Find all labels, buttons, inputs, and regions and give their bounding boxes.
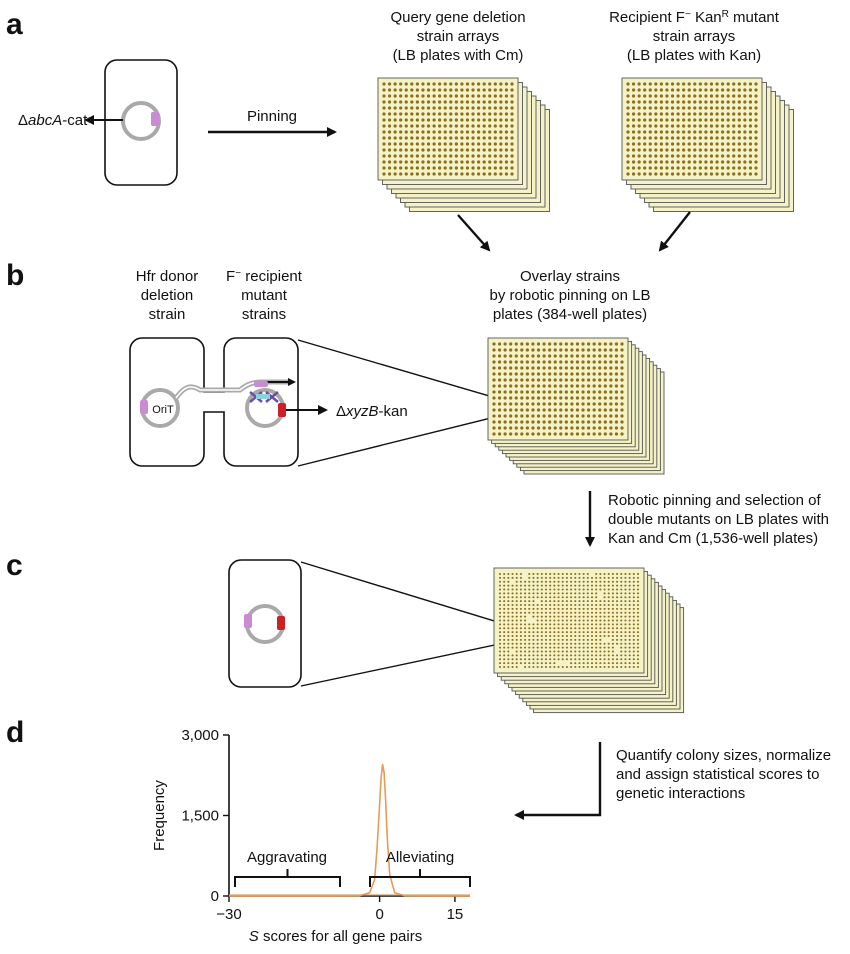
- plate: [621, 77, 763, 181]
- plasmid-c: [244, 604, 285, 644]
- series-curve: [229, 763, 470, 897]
- kan-marker: [278, 403, 286, 417]
- plate-colonies: [492, 342, 624, 436]
- arrow-recipient-to-overlay: [658, 211, 691, 252]
- plate: [487, 337, 629, 441]
- abca-cat-label: ΔabcA-cat: [18, 112, 88, 129]
- plate-colonies: [626, 82, 758, 176]
- donor-line-1: Hfr donor: [136, 268, 199, 285]
- arrow-quantify-to-plot: [514, 742, 602, 820]
- plate: [493, 567, 645, 674]
- query-arrays-line-1: Query gene deletion: [390, 9, 525, 26]
- y-tick-label: 0: [211, 888, 219, 905]
- y-tick-label: 3,000: [181, 727, 219, 744]
- cell-c: [228, 559, 302, 688]
- donor-line-3: strain: [149, 306, 186, 323]
- recipient-strain-line-2: mutant: [241, 287, 288, 304]
- step-c-line-1: Robotic pinning and selection of: [608, 492, 821, 509]
- x-tick-label: −30: [216, 906, 241, 923]
- recipient-arrays-line-1: Recipient F− KanR mutant: [609, 9, 780, 27]
- y-tick-label: 1,500: [181, 808, 219, 825]
- aggravating-bracket: [234, 869, 341, 887]
- plate-colonies: [382, 82, 514, 176]
- step-d-line-3: genetic interactions: [616, 785, 745, 802]
- step-c-line-3: Kan and Cm (1,536-well plates): [608, 530, 818, 547]
- alleviating-label: Alleviating: [386, 849, 454, 866]
- overlay-line-1: Overlay strains: [520, 268, 620, 285]
- plate: [377, 77, 519, 181]
- arrow-query-to-overlay: [457, 214, 491, 252]
- recipient-strain-line-1: F− recipient: [226, 268, 303, 286]
- cell-a: [104, 59, 178, 186]
- cat-marker-c: [244, 614, 252, 628]
- query-arrays-line-2: strain arrays: [417, 28, 500, 45]
- x-tick-label: 0: [375, 906, 383, 923]
- x-tick-label: 15: [447, 906, 464, 923]
- y-axis-label: Frequency: [151, 780, 168, 851]
- recipient-arrays-line-2: strain arrays: [653, 28, 736, 45]
- recombination-segment: [256, 394, 270, 399]
- transferred-marker: [254, 381, 268, 387]
- recipient-arrays-line-3: (LB plates with Kan): [627, 47, 761, 64]
- panel-label-c: c: [6, 549, 23, 582]
- double-mutant-plate-stack: [493, 567, 685, 714]
- orit-label: OriT: [152, 404, 174, 416]
- step-c-line-2: double mutants on LB plates with: [608, 511, 829, 528]
- x-axis-label: S scores for all gene pairs: [249, 928, 422, 945]
- panel-label-b: b: [6, 259, 24, 292]
- recombination-cross-2: [265, 391, 279, 403]
- query-plate-stack: [377, 77, 550, 212]
- cat-marker: [151, 112, 159, 126]
- step-d-line-2: and assign statistical scores to: [616, 766, 819, 783]
- overlay-plate-stack: [487, 337, 665, 475]
- recipient-strain-line-3: strains: [242, 306, 286, 323]
- xyzb-kan-label: ΔxyzB-kan: [336, 403, 408, 420]
- donor-line-2: deletion: [141, 287, 194, 304]
- query-arrays-line-3: (LB plates with Cm): [393, 47, 524, 64]
- overlay-line-2: by robotic pinning on LB: [490, 287, 651, 304]
- panel-label-d: d: [6, 716, 24, 749]
- plate-colonies: [498, 572, 640, 669]
- aggravating-label: Aggravating: [247, 849, 327, 866]
- recipient-plate-stack: [621, 77, 794, 212]
- orit-marker: [140, 400, 148, 414]
- panel-label-a: a: [6, 8, 23, 41]
- kan-marker-c: [277, 616, 285, 630]
- pinning-label: Pinning: [247, 108, 297, 125]
- alleviating-bracket: [369, 869, 471, 887]
- conjugation-cells: OriT: [129, 337, 299, 467]
- overlay-line-3: plates (384-well plates): [493, 306, 647, 323]
- cell-pair-outline: [129, 337, 299, 467]
- step-d-line-1: Quantify colony sizes, normalize: [616, 747, 831, 764]
